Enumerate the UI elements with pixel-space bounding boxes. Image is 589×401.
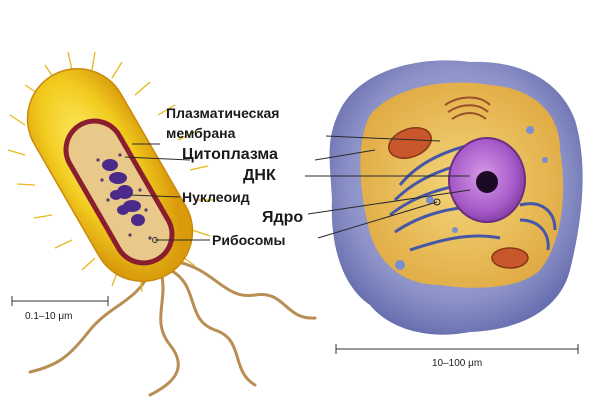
scale-bar-eukaryote: [336, 344, 578, 354]
label-plasma-membrane-line1: Плазматическая: [166, 106, 279, 120]
mitochondrion: [492, 248, 528, 268]
flagella: [30, 262, 315, 395]
nucleolus: [476, 171, 498, 193]
label-plasma-membrane-line2: мембрана: [166, 126, 235, 140]
label-nucleus: Ядро: [262, 210, 303, 226]
label-nucleoid: Нуклеоид: [182, 190, 250, 204]
eukaryotic-cell: [330, 60, 583, 334]
label-cytoplasm: Цитоплазма: [182, 147, 278, 163]
scale-bar-prokaryote: [12, 296, 108, 306]
label-dna: ДНК: [243, 168, 276, 184]
scale-label-eukaryote: 10–100 μm: [432, 358, 482, 369]
label-ribosomes: Рибосомы: [212, 233, 285, 247]
scale-label-prokaryote: 0.1–10 μm: [25, 311, 72, 322]
